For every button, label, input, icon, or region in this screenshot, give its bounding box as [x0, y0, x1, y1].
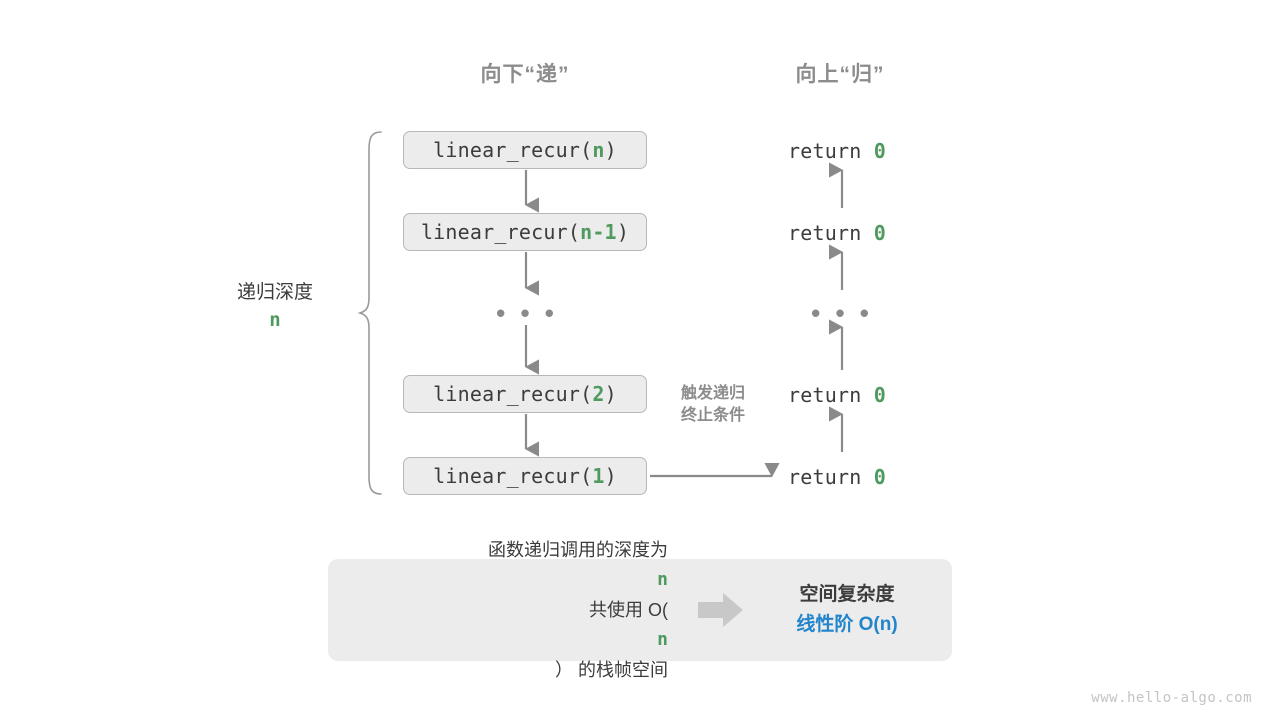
- return-value: 0: [873, 465, 886, 489]
- call-box-arg: 1: [592, 464, 605, 488]
- return-label-3: return 0: [788, 383, 886, 407]
- summary-description: 函数递归调用的深度为 n 共使用 O( n ） 的栈帧空间: [328, 535, 682, 685]
- return-keyword: return: [788, 139, 862, 163]
- implies-arrow: [682, 591, 760, 629]
- recursion-depth-label: 递归深度 n: [180, 280, 370, 334]
- call-box-prefix: linear_recur(: [420, 220, 581, 244]
- summary-line-2-pre: 共使用 O(: [589, 600, 668, 620]
- return-keyword: return: [788, 221, 862, 245]
- summary-line-1: 函数递归调用的深度为 n: [328, 535, 668, 595]
- call-box-2[interactable]: linear_recur(2): [403, 375, 647, 413]
- return-value: 0: [873, 221, 886, 245]
- summary-line-1-text: 函数递归调用的深度为: [488, 540, 668, 560]
- termination-note-line2: 终止条件: [680, 407, 745, 424]
- summary-conclusion-title: 空间复杂度: [799, 584, 895, 605]
- call-box-arg: 2: [592, 382, 605, 406]
- call-box-arg: n: [592, 138, 605, 162]
- ellipsis-descend: • • •: [496, 298, 558, 328]
- termination-condition-note: 触发递归 终止条件: [653, 383, 773, 427]
- summary-line-2-var: n: [657, 629, 668, 650]
- call-box-1[interactable]: linear_recur(1): [403, 457, 647, 495]
- summary-conclusion-value: 线性阶 O(n): [796, 614, 898, 635]
- summary-line-2: 共使用 O( n ） 的栈帧空间: [328, 595, 668, 685]
- return-keyword: return: [788, 465, 862, 489]
- call-box-suffix: ): [604, 138, 617, 162]
- call-box-prefix: linear_recur(: [433, 464, 593, 488]
- column-header-ascend: 向上“归”: [795, 63, 885, 86]
- call-box-n-minus-1[interactable]: linear_recur(n-1): [403, 213, 647, 251]
- call-box-n[interactable]: linear_recur(n): [403, 131, 647, 169]
- recursion-depth-variable: n: [269, 309, 281, 331]
- termination-note-line1: 触发递归: [680, 385, 745, 402]
- complexity-summary-panel: 函数递归调用的深度为 n 共使用 O( n ） 的栈帧空间 空间复杂度 线性阶 O(…: [328, 540, 952, 680]
- watermark: www.hello-algo.com: [1091, 690, 1252, 706]
- summary-conclusion: 空间复杂度 线性阶 O(n): [760, 580, 952, 640]
- call-box-suffix: ): [604, 464, 617, 488]
- return-value: 0: [873, 139, 886, 163]
- call-box-prefix: linear_recur(: [433, 138, 593, 162]
- return-label-4: return 0: [788, 465, 886, 489]
- summary-line-1-var: n: [657, 569, 668, 590]
- return-label-2: return 0: [788, 221, 886, 245]
- call-box-arg: n-1: [580, 220, 617, 244]
- call-box-suffix: ): [616, 220, 630, 244]
- recursion-depth-text: 递归深度: [236, 282, 313, 303]
- column-header-descend: 向下“递”: [480, 63, 570, 86]
- call-box-suffix: ): [604, 382, 617, 406]
- call-box-prefix: linear_recur(: [433, 382, 593, 406]
- return-value: 0: [873, 383, 886, 407]
- ellipsis-ascend: • • •: [811, 298, 873, 328]
- return-label-1: return 0: [788, 139, 886, 163]
- right-block-arrow-icon: [698, 593, 743, 627]
- return-keyword: return: [788, 383, 862, 407]
- summary-line-2-post: ） 的栈帧空间: [554, 660, 668, 680]
